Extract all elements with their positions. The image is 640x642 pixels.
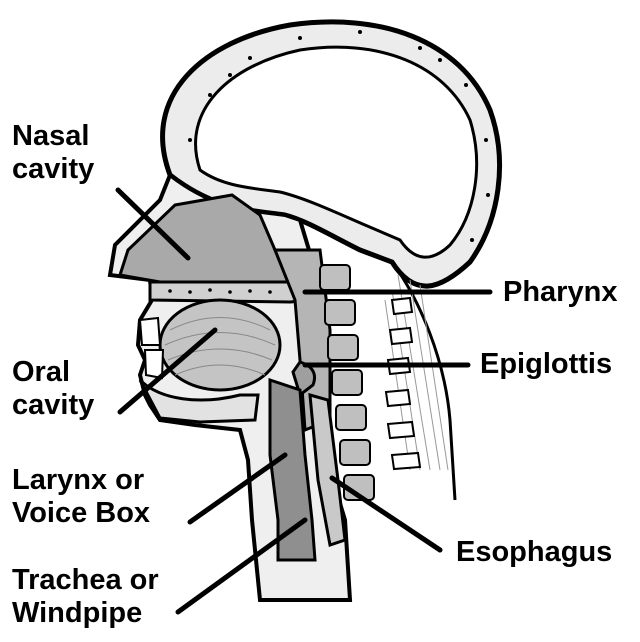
oral-cavity-label-line2: cavity [12,389,94,422]
esophagus-label-text: Esophagus [456,536,612,569]
larynx-label-line1: Larynx or [12,464,150,497]
nasal-cavity-label: Nasal cavity [12,120,94,186]
spinal-processes [386,298,420,469]
nasal-cavity-label-line2: cavity [12,153,94,186]
trachea-label-line1: Trachea or [12,564,159,597]
trachea-label-line2: Windpipe [12,597,159,630]
epiglottis-label-text: Epiglottis [480,348,612,381]
larynx-label-line2: Voice Box [12,497,150,530]
trachea-label: Trachea or Windpipe [12,564,159,630]
oral-cavity-label-line1: Oral [12,356,94,389]
pharynx-label-text: Pharynx [503,276,617,309]
lower-teeth [145,350,163,378]
pharynx-label: Pharynx [503,276,617,309]
tongue-shape [160,300,280,390]
upper-teeth [140,318,160,345]
larynx-label: Larynx or Voice Box [12,464,150,530]
esophagus-label: Esophagus [456,536,612,569]
epiglottis-label: Epiglottis [480,348,612,381]
oral-cavity-label: Oral cavity [12,356,94,422]
nasal-cavity-label-line1: Nasal [12,120,94,153]
